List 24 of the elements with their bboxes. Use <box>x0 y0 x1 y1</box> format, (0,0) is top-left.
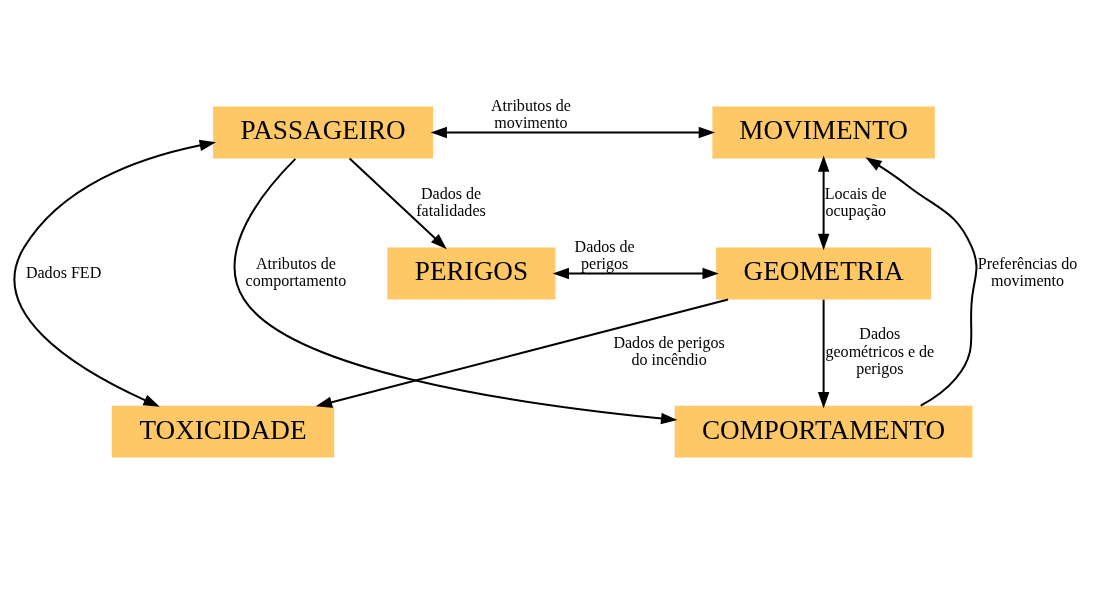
arrow <box>817 298 830 409</box>
edge-label: Dados de perigos <box>574 237 635 272</box>
edge-label: Dados FED <box>25 263 102 281</box>
arrow <box>430 126 715 139</box>
edge-label: Dados de perigos do incêndio <box>613 334 725 369</box>
arrow <box>315 298 730 408</box>
edge-label: Dados geométricos e de perigos <box>825 325 935 378</box>
edge-label: Locais de ocupação <box>824 184 887 219</box>
edge-label: Atributos de comportamento <box>245 254 347 290</box>
node-box: PASSAGEIRO <box>213 106 434 159</box>
arrow <box>13 139 216 407</box>
node-box: MOVIMENTO <box>712 106 935 159</box>
arrow <box>865 157 978 407</box>
node-box: TOXICIDADE <box>111 405 335 458</box>
node-box: COMPORTAMENTO <box>674 405 973 458</box>
arrow <box>552 267 719 280</box>
node-box: PERIGOS <box>387 247 556 300</box>
arrow <box>817 155 830 251</box>
node-box: GEOMETRIA <box>716 247 932 300</box>
edge-label: Atributos de movimento <box>491 96 571 132</box>
edge-label: Preferências do movimento <box>977 254 1078 290</box>
arrow <box>348 157 447 250</box>
arrow <box>233 157 678 425</box>
edge-label: Dados de fatalidades <box>416 184 486 219</box>
